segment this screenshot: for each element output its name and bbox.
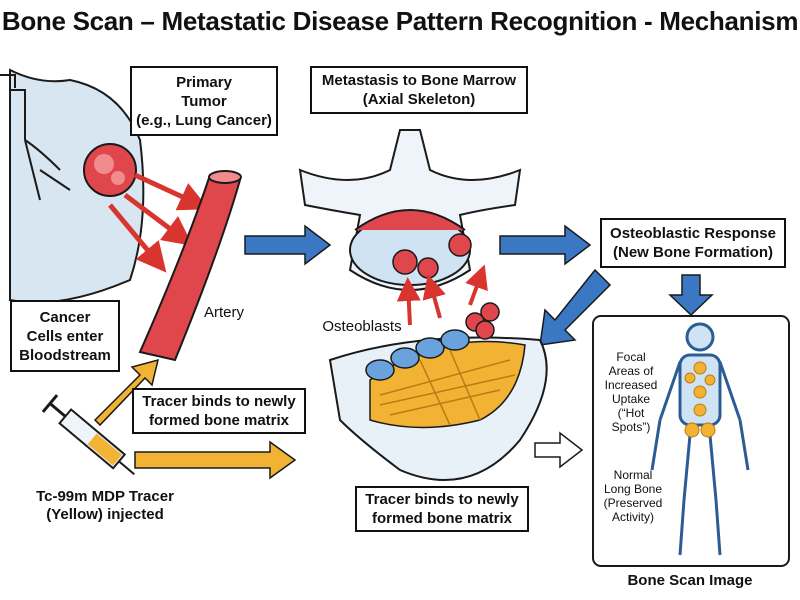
cells-to-vertebra-arrows (396, 264, 488, 326)
tumor-to-artery-arrows (108, 172, 210, 273)
tracer-arrows-yellow (93, 358, 297, 480)
lung-illustration (0, 68, 145, 304)
tracer-label: Tc-99m MDP Tracer (Yellow) injected (36, 488, 174, 523)
osteoblastic-response-box: Osteoblastic Response (New Bone Formatio… (600, 218, 786, 268)
cancer-cells-box: Cancer Cells enter Bloodstream (10, 300, 120, 372)
flow-arrows-blue (244, 224, 714, 346)
normal-bone-label: Normal Long Bone (Preserved Activity) (603, 468, 663, 524)
bone-matrix-illustration (328, 302, 548, 481)
artery-vessel (138, 170, 242, 362)
vertebra-illustration (298, 129, 522, 292)
diagram-title: Bone Scan – Metastatic Disease Pattern R… (1, 6, 799, 36)
artery-label: Artery (203, 304, 244, 321)
primary-tumor-mass (83, 143, 137, 197)
focal-uptake-label: Focal Areas of Increased Uptake (“Hot Sp… (604, 350, 658, 434)
osteoblasts-label: Osteoblasts (322, 318, 402, 335)
syringe-icon (41, 394, 135, 475)
bone-scan-image-caption: Bone Scan Image (627, 572, 753, 589)
tracer-binds-box-bottom: Tracer binds to newly formed bone matrix (355, 486, 529, 532)
primary-tumor-box: Primary Tumor (e.g., Lung Cancer) (130, 66, 278, 136)
hot-spots (684, 361, 716, 438)
outline-arrow (534, 431, 584, 469)
metastasis-box: Metastasis to Bone Marrow (Axial Skeleto… (310, 66, 528, 114)
tracer-binds-box-left: Tracer binds to newly formed bone matrix (132, 388, 306, 434)
bone-scan-panel (592, 315, 790, 567)
